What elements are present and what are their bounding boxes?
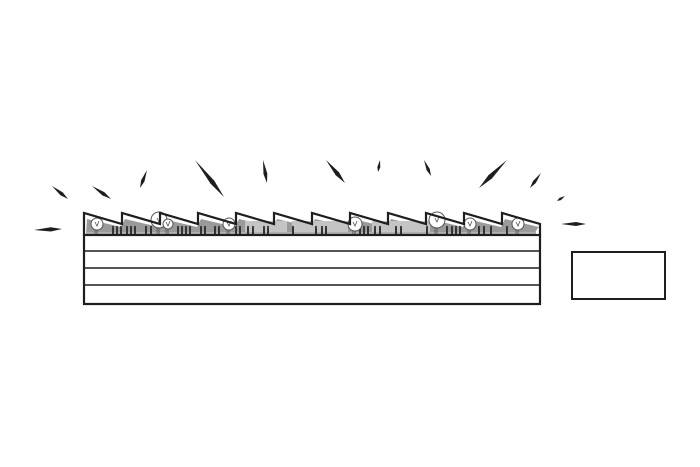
person-icon xyxy=(454,225,458,234)
people-figures xyxy=(111,225,509,234)
sun-ray-icon xyxy=(195,160,224,197)
person-icon xyxy=(399,225,403,234)
person-icon xyxy=(378,225,382,234)
sun-ray-icon xyxy=(530,173,541,188)
person-icon xyxy=(314,225,318,234)
sun-ray-icon xyxy=(561,222,586,226)
sun-ray-icon xyxy=(52,186,68,199)
person-icon xyxy=(129,225,133,234)
sun-rays xyxy=(34,160,586,232)
person-icon xyxy=(505,225,509,234)
person-icon xyxy=(133,225,137,234)
person-icon xyxy=(144,225,148,234)
tree-icon xyxy=(90,217,104,235)
person-icon xyxy=(234,225,238,234)
person-icon xyxy=(362,225,366,234)
person-icon xyxy=(489,225,493,234)
person-icon xyxy=(125,225,129,234)
person-icon xyxy=(188,225,192,234)
person-icon xyxy=(184,225,188,234)
floor-lines xyxy=(84,250,540,286)
person-icon xyxy=(115,225,119,234)
sun-ray-icon xyxy=(424,160,431,176)
person-icon xyxy=(450,225,454,234)
person-icon xyxy=(394,225,398,234)
person-icon xyxy=(217,225,221,234)
sun-ray-icon xyxy=(263,160,268,183)
tree-icon xyxy=(162,218,174,235)
sun-ray-icon xyxy=(479,160,507,188)
person-icon xyxy=(119,225,123,234)
person-icon xyxy=(149,225,153,234)
person-icon xyxy=(482,225,486,234)
building-body xyxy=(82,233,542,306)
person-icon xyxy=(425,225,429,234)
person-icon xyxy=(251,225,255,234)
person-icon xyxy=(477,225,481,234)
person-icon xyxy=(320,225,324,234)
person-icon xyxy=(366,225,370,234)
sun-ray-icon xyxy=(140,170,147,188)
person-icon xyxy=(266,225,270,234)
person-icon xyxy=(458,225,462,234)
person-icon xyxy=(262,225,266,234)
person-icon xyxy=(199,225,203,234)
person-icon xyxy=(180,225,184,234)
sun-ray-icon xyxy=(377,160,381,172)
person-icon xyxy=(445,225,449,234)
side-box xyxy=(571,251,666,300)
person-icon xyxy=(238,225,242,234)
tree-icon xyxy=(463,217,477,235)
person-icon xyxy=(203,225,207,234)
person-icon xyxy=(324,225,328,234)
person-icon xyxy=(246,225,250,234)
sun-ray-icon xyxy=(557,196,565,201)
person-icon xyxy=(291,225,295,234)
person-icon xyxy=(373,225,377,234)
person-icon xyxy=(176,225,180,234)
sun-ray-icon xyxy=(34,227,62,232)
person-icon xyxy=(213,225,217,234)
sawtooth-roof xyxy=(82,211,542,235)
sun-ray-icon xyxy=(92,186,111,199)
sun-ray-icon xyxy=(326,160,345,183)
person-icon xyxy=(111,225,115,234)
